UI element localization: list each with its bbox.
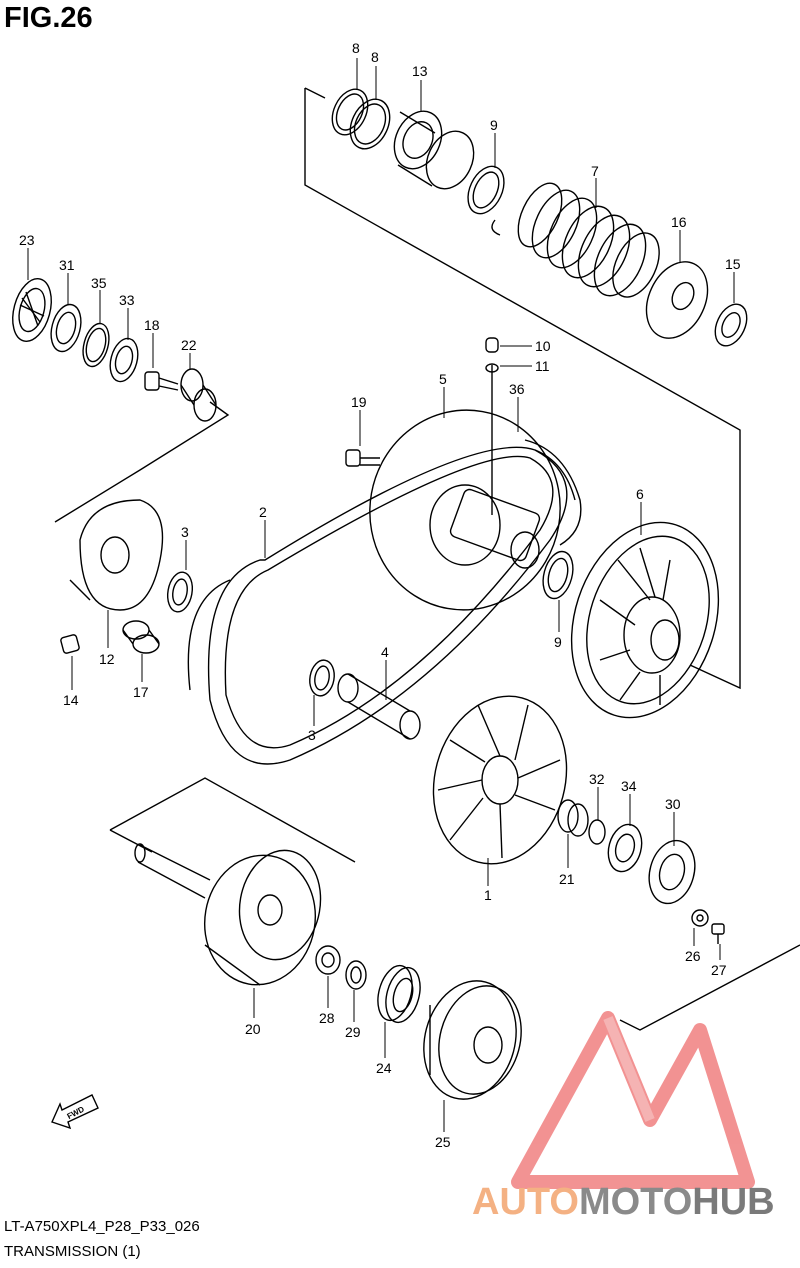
one-way-clutch-24 xyxy=(377,964,421,1024)
bolt-18 xyxy=(144,371,179,391)
group-outline-clutch xyxy=(109,777,800,1031)
callout-35: 35 xyxy=(91,275,107,291)
group-outline-driven xyxy=(304,87,741,690)
circlip-8a xyxy=(331,88,369,136)
clutch-housing-20 xyxy=(134,843,322,986)
callout-2: 2 xyxy=(259,504,267,520)
washer-3-lower xyxy=(309,659,335,697)
callout-27: 27 xyxy=(711,962,727,978)
callout-29: 29 xyxy=(345,1024,361,1040)
nut-26 xyxy=(691,909,709,927)
screw-27 xyxy=(711,923,725,944)
callout-labels: 8 8 13 9 7 16 15 23 31 35 33 18 22 10 11… xyxy=(19,40,741,1150)
callout-18: 18 xyxy=(144,317,160,333)
callout-9-lower: 9 xyxy=(554,634,562,650)
washer-33 xyxy=(109,337,139,383)
callout-19: 19 xyxy=(351,394,367,410)
callout-4: 4 xyxy=(381,644,389,660)
callout-23: 23 xyxy=(19,232,35,248)
callout-14: 14 xyxy=(63,692,79,708)
callout-7: 7 xyxy=(591,163,599,179)
callout-24: 24 xyxy=(376,1060,392,1076)
diagram-code: LT-A750XPL4_P28_P33_026 xyxy=(4,1218,200,1235)
collar-13 xyxy=(393,110,475,190)
nut-28 xyxy=(315,945,341,975)
callout-15: 15 xyxy=(725,256,741,272)
callout-5: 5 xyxy=(439,371,447,387)
callout-34: 34 xyxy=(621,778,637,794)
spacer-4 xyxy=(337,673,421,740)
driven-face-5 xyxy=(369,365,561,611)
clutch-shoe-25 xyxy=(423,980,522,1100)
callout-20: 20 xyxy=(245,1021,261,1037)
watermark-logo-icon xyxy=(511,1011,755,1189)
callout-3-lower: 3 xyxy=(308,727,316,743)
washer-29 xyxy=(345,960,367,990)
figure-title: FIG.26 xyxy=(4,2,93,34)
group-outline-drive xyxy=(54,401,230,523)
callout-16: 16 xyxy=(671,214,687,230)
bearing-31 xyxy=(50,303,82,353)
circlip-35 xyxy=(82,322,110,368)
callout-13: 13 xyxy=(412,63,428,79)
callout-17: 17 xyxy=(133,684,149,700)
callout-10: 10 xyxy=(535,338,551,354)
callout-25: 25 xyxy=(435,1134,451,1150)
callout-11: 11 xyxy=(535,358,550,374)
callout-32: 32 xyxy=(589,771,605,787)
callout-6: 6 xyxy=(636,486,644,502)
spring-7 xyxy=(491,182,660,298)
callout-36: 36 xyxy=(509,381,525,397)
o-ring-32 xyxy=(588,819,606,845)
roller-17 xyxy=(122,620,160,654)
watermark-brand: AUTOMOTOHUB xyxy=(472,1181,775,1224)
callout-31: 31 xyxy=(59,257,75,273)
callout-1: 1 xyxy=(484,887,492,903)
callout-12: 12 xyxy=(99,651,115,667)
callout-8b: 8 xyxy=(371,49,379,65)
washer-3-upper xyxy=(166,571,194,613)
driven-pulley-6 xyxy=(570,521,720,719)
collar-22 xyxy=(180,368,217,422)
callout-26: 26 xyxy=(685,948,701,964)
drive-face-fan-1 xyxy=(432,695,568,865)
ring-9-lower xyxy=(542,550,574,600)
oil-seal-34 xyxy=(607,823,643,873)
bearing-30 xyxy=(648,839,696,905)
slide-piece-14 xyxy=(60,634,80,654)
ring-9-upper xyxy=(467,165,505,215)
plate-16 xyxy=(645,261,709,339)
callout-33: 33 xyxy=(119,292,135,308)
belt-2 xyxy=(187,446,568,765)
nut-15 xyxy=(714,303,748,347)
brand-part-auto: AUTO xyxy=(472,1181,579,1223)
callout-30: 30 xyxy=(665,796,681,812)
bolt-19 xyxy=(345,449,380,467)
diagram-title: TRANSMISSION (1) xyxy=(4,1243,141,1260)
pin-10 xyxy=(485,337,499,353)
callout-22: 22 xyxy=(181,337,197,353)
bushing-21 xyxy=(557,799,589,837)
callout-9-upper: 9 xyxy=(490,117,498,133)
callout-21: 21 xyxy=(559,871,575,887)
callout-28: 28 xyxy=(319,1010,335,1026)
callout-3-upper: 3 xyxy=(181,524,189,540)
movable-drive-face-12 xyxy=(69,499,164,611)
brand-part-hub: HUB xyxy=(692,1181,775,1223)
oil-seal-23 xyxy=(12,278,52,342)
callout-8a: 8 xyxy=(352,40,360,56)
leader-lines xyxy=(27,58,735,1132)
circlip-8b xyxy=(349,98,391,150)
brand-part-moto: MOTO xyxy=(578,1181,693,1223)
fwd-arrow-icon xyxy=(51,1094,99,1130)
